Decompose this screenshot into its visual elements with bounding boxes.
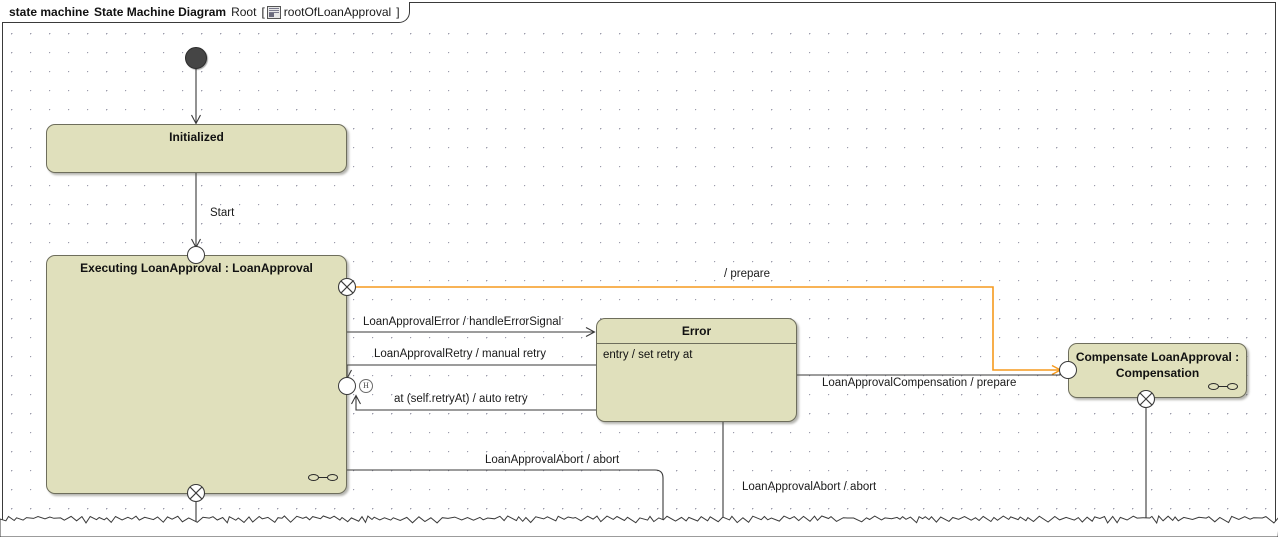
torn-page-edge	[0, 515, 1278, 537]
diagram-element-name: rootOfLoanApproval	[283, 5, 392, 19]
transition-label-prepare: / prepare	[724, 268, 771, 280]
exit-point-compensate-bottom[interactable]	[1136, 389, 1156, 409]
diagram-header[interactable]: state machine State Machine Diagram Root…	[2, 2, 410, 23]
exit-point-executing-bottom[interactable]	[186, 483, 206, 503]
state-error-title: Error	[681, 324, 712, 338]
bracket-close: ]	[396, 5, 400, 19]
diagram-type-label: State Machine Diagram	[94, 5, 227, 19]
transition-label-loanapprovalretry: LoanApprovalRetry / manual retry	[374, 348, 546, 360]
entry-point-executing-right[interactable]	[338, 377, 356, 395]
transition-label-loanapprovalabort-1: LoanApprovalAbort / abort	[485, 454, 620, 466]
diagram-keyword: state machine	[9, 5, 90, 19]
entry-point-executing-top[interactable]	[187, 246, 205, 264]
state-initialized-title: Initialized	[169, 130, 224, 144]
diagram-context-label: Root	[231, 5, 257, 19]
transition-label-auto-retry: at (self.retryAt) / auto retry	[394, 393, 528, 405]
state-executing-loanapproval[interactable]: Executing LoanApproval : LoanApproval	[46, 255, 347, 494]
state-compensate-title-line1: Compensate LoanApproval :	[1075, 350, 1240, 364]
entry-point-compensate-left[interactable]	[1059, 361, 1077, 379]
state-compensate-title-line2: Compensation	[1115, 366, 1200, 380]
state-error-separator	[597, 343, 796, 344]
transition-label-loanapprovalcompensation: LoanApprovalCompensation / prepare	[822, 377, 1017, 389]
initial-node[interactable]	[185, 47, 207, 69]
state-machine-icon	[266, 5, 281, 19]
transition-label-loanapprovalerror: LoanApprovalError / handleErrorSignal	[363, 316, 562, 328]
state-initialized[interactable]: Initialized	[46, 124, 347, 173]
transition-label-loanapprovalabort-2: LoanApprovalAbort / abort	[742, 481, 877, 493]
history-pseudostate-icon[interactable]: H	[359, 379, 373, 393]
bracket-open: [	[261, 5, 265, 19]
state-executing-title: Executing LoanApproval : LoanApproval	[80, 261, 313, 275]
state-error-entry-action: entry / set retry at	[603, 349, 693, 361]
submachine-marker-icon	[1208, 383, 1238, 390]
state-compensate-loanapproval[interactable]: Compensate LoanApproval : Compensation	[1068, 343, 1247, 398]
transition-label-start: Start	[210, 207, 235, 219]
state-error[interactable]: Error entry / set retry at	[596, 318, 797, 422]
submachine-marker-icon	[308, 474, 338, 481]
exit-point-executing-right[interactable]	[337, 277, 357, 297]
